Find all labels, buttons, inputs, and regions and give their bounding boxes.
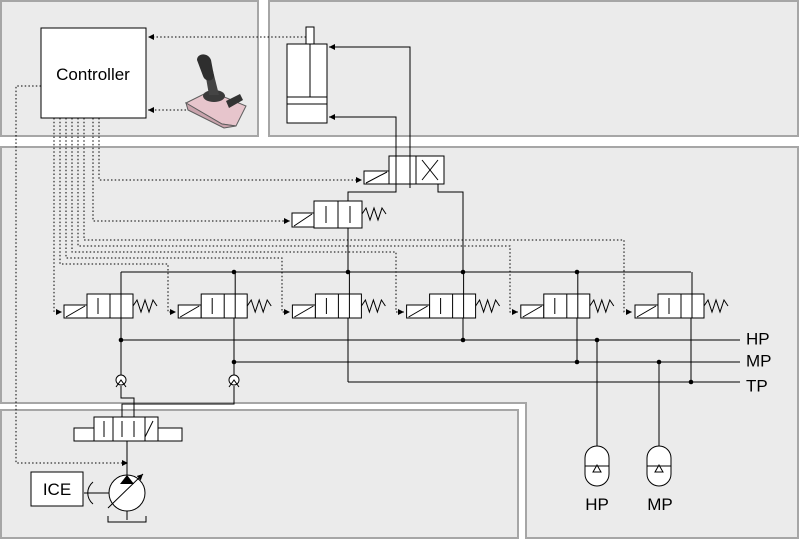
engine-box: ICE xyxy=(30,471,84,507)
variable-pump-icon xyxy=(84,473,147,523)
hp-line-label: HP xyxy=(746,329,770,348)
pump-control-valve xyxy=(73,416,183,442)
pilot-valve xyxy=(291,200,387,229)
actuator-panel xyxy=(268,0,799,137)
mp-accumulator-label: MP xyxy=(647,495,673,514)
proportional-valve xyxy=(520,272,615,319)
joystick-icon xyxy=(184,54,247,129)
cylinder-direction-valve xyxy=(363,155,445,185)
check-valve-icon xyxy=(115,374,127,388)
controller-box: Controller xyxy=(40,27,147,119)
proportional-valve xyxy=(634,272,729,319)
engine-label: ICE xyxy=(43,480,71,499)
hydraulic-cylinder-icon xyxy=(286,26,328,124)
hp-accumulator-label: HP xyxy=(585,495,609,514)
mp-line-label: MP xyxy=(746,351,772,370)
proportional-valve xyxy=(177,272,272,319)
check-valve-icon xyxy=(228,374,240,388)
controller-label: Controller xyxy=(56,65,130,84)
proportional-valve-group xyxy=(63,272,729,319)
accumulator-icon xyxy=(646,445,672,487)
proportional-valve xyxy=(406,272,501,319)
accumulator-icon xyxy=(584,445,610,487)
proportional-valve xyxy=(291,272,386,319)
proportional-valve xyxy=(63,272,158,319)
tp-line-label: TP xyxy=(746,376,768,395)
valve-block-panel xyxy=(0,146,799,539)
